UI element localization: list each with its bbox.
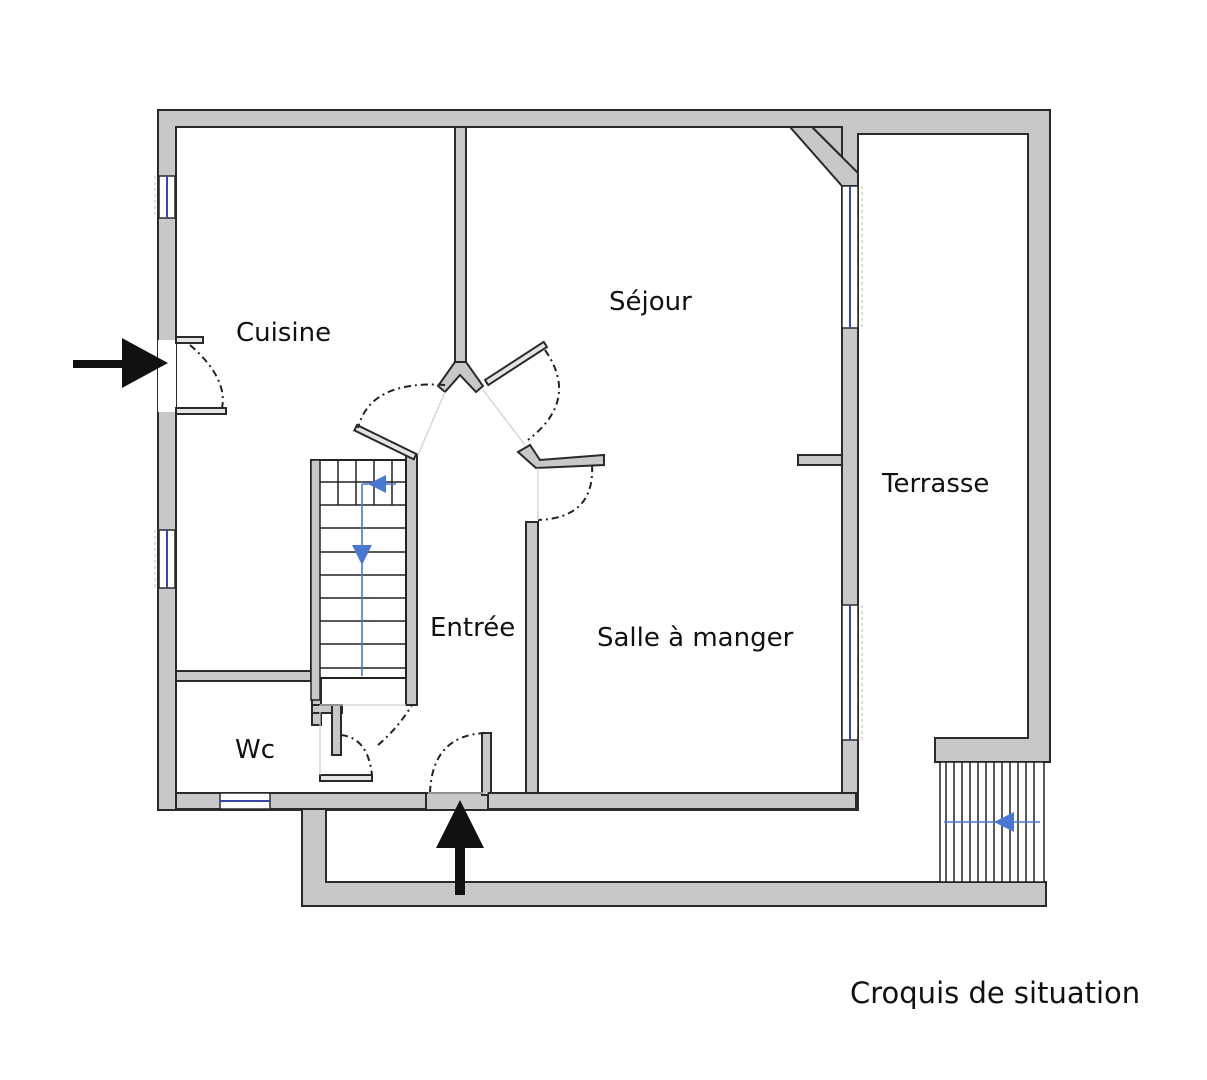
door-entry-swing: [429, 732, 487, 794]
arrow-right-icon: [73, 338, 168, 388]
terrace-staircase: [939, 761, 1045, 883]
label-terrasse: Terrasse: [881, 469, 989, 499]
door-cuisine-swing: [189, 344, 224, 409]
room-labels: Cuisine Séjour Terrasse Entrée Salle à m…: [235, 287, 989, 765]
door-entree-cuisine-leaf: [353, 423, 418, 461]
exterior-walls: [157, 109, 1051, 907]
label-wc: Wc: [235, 735, 275, 765]
wall-entree-salle: [525, 521, 539, 795]
door-wc-leaf: [319, 774, 373, 782]
stair-arrow-icon: [368, 475, 386, 493]
wall-cuisine-sejour: [454, 126, 467, 363]
label-cuisine: Cuisine: [236, 318, 331, 348]
stair-arrow-down-icon: [352, 545, 372, 565]
wall-wc-door-jamb: [331, 704, 342, 756]
entry-arrows: [73, 338, 484, 895]
door-entree-cuisine-swing: [357, 383, 446, 429]
doors: [158, 336, 605, 794]
terrace-stair-arrow-icon: [994, 812, 1014, 832]
corner-chamfer-diag: [787, 126, 859, 187]
interior-staircase: [310, 459, 407, 706]
wall-cuisine-wc: [175, 670, 312, 682]
door-salle-jamb: [516, 443, 605, 470]
wall-y-junction: [436, 361, 485, 394]
door-cuisine-leaf-top: [175, 336, 204, 344]
walkway-wall: [301, 795, 1047, 907]
caption: Croquis de situation: [850, 976, 1141, 1010]
wall-stair-right: [405, 454, 418, 706]
wall-south-left: [175, 792, 427, 810]
wall-south-right: [487, 792, 857, 810]
door-sejour-leaf: [483, 340, 549, 387]
windows: [154, 175, 863, 810]
door-cuisine-leaf: [175, 407, 227, 415]
label-salle-a-manger: Salle à manger: [597, 623, 794, 653]
label-entree: Entrée: [430, 613, 515, 643]
door-wc-swing: [340, 734, 373, 776]
wall-sejour-stub: [797, 454, 843, 466]
label-sejour: Séjour: [609, 287, 692, 317]
wall-entry-jamb: [481, 732, 492, 796]
door-stair-swing: [377, 704, 413, 746]
arrow-up-icon: [436, 800, 484, 895]
house-interior: [175, 126, 843, 794]
door-sejour-swing: [527, 349, 560, 441]
